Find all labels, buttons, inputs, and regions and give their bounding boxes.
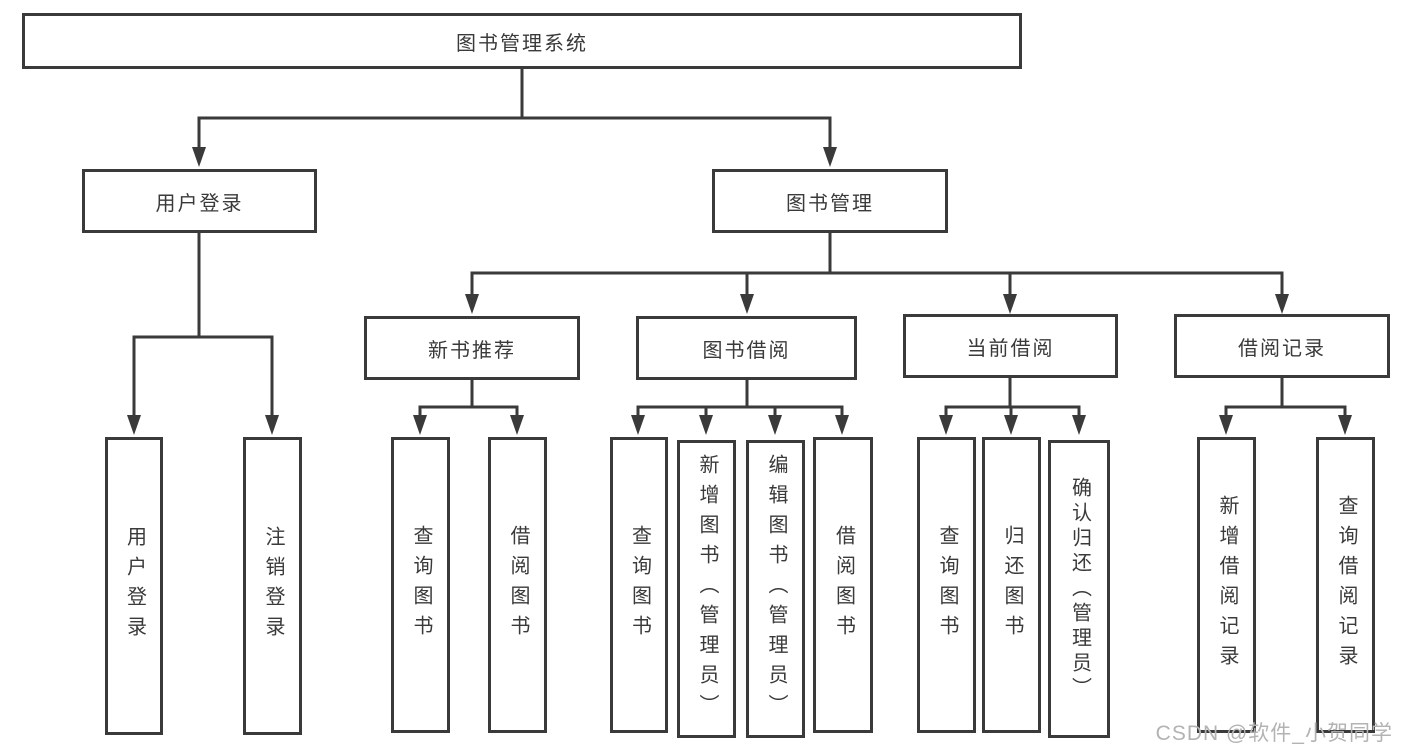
leaf-bb-add-books-admin-label: 新增图书（管理员） — [696, 454, 718, 724]
leaf-bb-query-books-label: 查询图书 — [628, 525, 651, 645]
leaf-bb-edit-books-admin-label: 编辑图书（管理员） — [765, 454, 787, 724]
leaf-user-login: 用户登录 — [105, 437, 163, 735]
node-current-borrow: 当前借阅 — [903, 314, 1118, 378]
leaf-nb-query-books-label: 查询图书 — [410, 525, 432, 645]
leaf-cb-confirm-return-admin-label: 确认归还（管理员） — [1068, 476, 1091, 702]
leaf-bb-borrow-books-label: 借阅图书 — [832, 525, 855, 645]
leaf-nb-borrow-books-label: 借阅图书 — [507, 525, 529, 645]
leaf-br-query-record-label: 查询借阅记录 — [1335, 495, 1357, 675]
leaf-user-login-label: 用户登录 — [123, 526, 146, 646]
node-borrow-records: 借阅记录 — [1174, 314, 1390, 378]
leaf-cb-query-books: 查询图书 — [917, 437, 976, 733]
leaf-bb-query-books: 查询图书 — [610, 437, 668, 733]
node-book-borrow: 图书借阅 — [636, 316, 857, 380]
arrowhead-icons — [127, 147, 1352, 435]
leaf-logout: 注销登录 — [243, 437, 302, 735]
leaf-bb-edit-books-admin: 编辑图书（管理员） — [746, 440, 805, 738]
leaf-nb-borrow-books: 借阅图书 — [488, 437, 547, 733]
leaf-br-query-record: 查询借阅记录 — [1316, 437, 1375, 733]
node-new-book-recommend: 新书推荐 — [364, 316, 580, 380]
leaf-bb-add-books-admin: 新增图书（管理员） — [677, 440, 736, 738]
leaf-logout-label: 注销登录 — [262, 526, 284, 646]
csdn-watermark: CSDN @软件_小贺同学 — [1155, 722, 1393, 745]
node-root-system: 图书管理系统 — [22, 13, 1022, 69]
leaf-cb-confirm-return-admin: 确认归还（管理员） — [1048, 440, 1110, 738]
leaf-cb-query-books-label: 查询图书 — [936, 525, 958, 645]
leaf-br-add-record-label: 新增借阅记录 — [1216, 495, 1238, 675]
leaf-cb-return-books: 归还图书 — [982, 437, 1041, 733]
node-book-management: 图书管理 — [712, 169, 948, 233]
leaf-br-add-record: 新增借阅记录 — [1197, 437, 1256, 733]
leaf-nb-query-books: 查询图书 — [391, 437, 450, 733]
leaf-cb-return-books-label: 归还图书 — [1001, 525, 1023, 645]
node-user-login: 用户登录 — [82, 169, 317, 233]
leaf-bb-borrow-books: 借阅图书 — [813, 437, 873, 733]
